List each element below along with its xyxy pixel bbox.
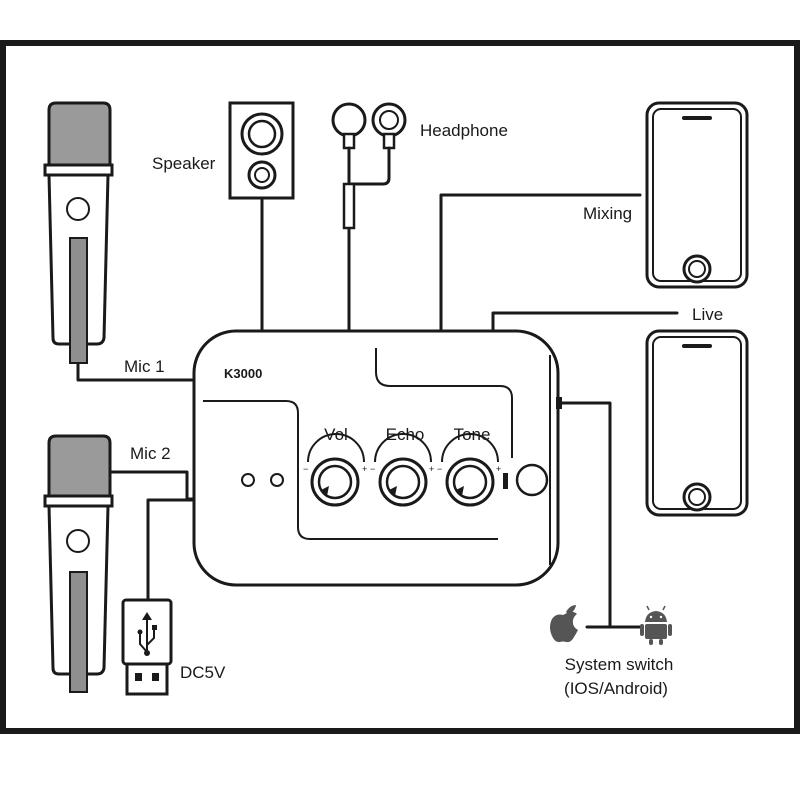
label-headphone: Headphone: [420, 121, 508, 140]
microphone-2: [43, 434, 114, 693]
mic2-cable: [108, 470, 196, 501]
mic2-head: [47, 434, 112, 498]
k3000-device: K3000 Vol Echo Tone − + − +: [192, 329, 562, 587]
label-live: Live: [692, 305, 723, 324]
apple-icon: [550, 605, 578, 643]
android-icon: [640, 605, 672, 645]
vol-minus-mark: −: [303, 464, 308, 474]
label-mic1: Mic 1: [124, 357, 165, 376]
tone-plus-mark: +: [496, 464, 501, 474]
label-system-switch-sub: (IOS/Android): [564, 679, 668, 698]
mic1-stripe: [69, 237, 88, 364]
phone-live: [645, 329, 749, 517]
echo-knob-pointer: [389, 486, 397, 496]
tone-knob[interactable]: − +: [437, 433, 501, 507]
microphone-1: [43, 101, 114, 364]
tone-knob-arc: [441, 433, 499, 463]
echo-knob-arc: [374, 433, 432, 463]
system-switch-cable: [560, 401, 612, 629]
switch-port: [556, 397, 562, 409]
mic2-stripe: [69, 571, 88, 693]
phone-mixing: [645, 101, 749, 289]
echo-minus-mark: −: [370, 464, 375, 474]
vol-plus-mark: +: [362, 464, 367, 474]
speaker-icon: [228, 101, 295, 200]
device-top-contour: [375, 348, 513, 458]
mic1-button: [66, 197, 90, 221]
tone-knob-pointer: [456, 486, 464, 496]
dc5v-cable: [146, 498, 196, 602]
mic1-head: [47, 101, 112, 167]
label-dc5v: DC5V: [180, 663, 226, 682]
mixing-cable: [439, 193, 642, 333]
connection-lines: [76, 193, 679, 629]
outer-frame: [0, 40, 800, 734]
headphone-icon: [331, 102, 407, 230]
usb-icon: [121, 598, 173, 696]
label-mic2: Mic 2: [130, 444, 171, 463]
live-cable: [491, 311, 679, 333]
label-speaker: Speaker: [152, 154, 216, 173]
tone-minus-mark: −: [437, 464, 442, 474]
led-indicator-1: [241, 473, 255, 487]
mic1-cable: [76, 361, 196, 382]
button-indicator: [503, 473, 508, 489]
device-model-label: K3000: [224, 366, 262, 381]
led-indicator-2: [270, 473, 284, 487]
echo-knob[interactable]: − +: [370, 433, 434, 507]
vol-knob-pointer: [321, 486, 329, 496]
power-button[interactable]: [515, 463, 549, 497]
label-mixing: Mixing: [583, 204, 632, 223]
vol-knob[interactable]: − +: [303, 433, 367, 507]
device-panel-contour: [203, 400, 498, 540]
label-system-switch: System switch: [565, 655, 674, 674]
mic2-button: [66, 529, 90, 553]
echo-plus-mark: +: [429, 464, 434, 474]
vol-knob-arc: [307, 433, 365, 463]
